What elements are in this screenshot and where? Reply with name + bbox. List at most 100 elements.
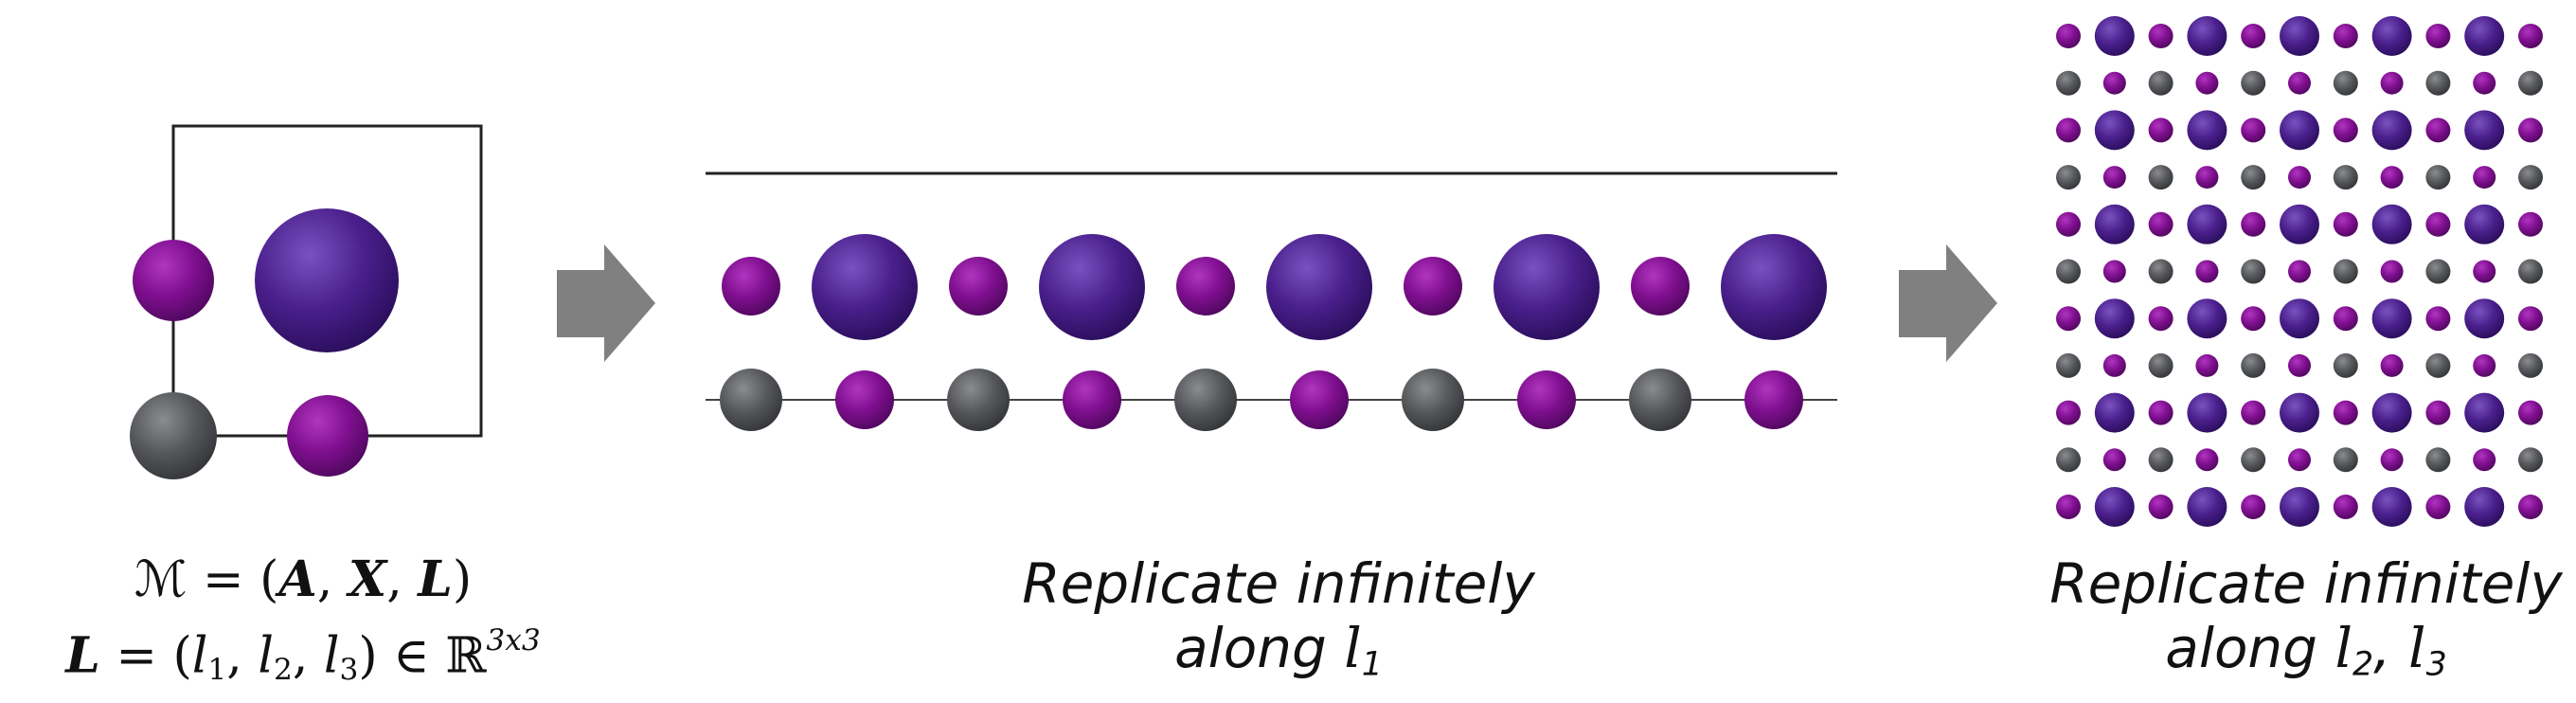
- gray-atom: [2518, 165, 2543, 190]
- right-caption: Replicate infinitely along l2, l3: [2036, 551, 2576, 697]
- gray-atom: [2333, 447, 2358, 473]
- medium-atom: [2333, 211, 2358, 237]
- left-caption: ℳ = (A, X, L) L = (l1, l2, l3) ∈ ℝ3x3: [9, 550, 597, 700]
- medium-atom: [2518, 495, 2543, 519]
- medium-atom: [2056, 24, 2081, 48]
- medium-atom: [1404, 257, 1462, 315]
- model-definition: ℳ = (A, X, L): [134, 550, 473, 608]
- large-atom: [2371, 16, 2412, 56]
- gray-atom: [2518, 70, 2543, 96]
- middle-caption-line1: Replicate infinitely: [1022, 551, 1535, 616]
- middle-caption-line2: along l1: [1174, 616, 1383, 684]
- medium-atom: [2333, 400, 2358, 425]
- gray-atom: [2425, 259, 2451, 284]
- large-atom: [2187, 16, 2227, 56]
- gray-atom: [2056, 165, 2081, 190]
- medium-atom: [2518, 24, 2543, 48]
- gray-atom: [2333, 165, 2358, 190]
- medium-atom: [133, 240, 214, 321]
- replicated-lattice-l2-l3: [2056, 16, 2543, 527]
- medium-atom: [2333, 24, 2358, 48]
- medium-atom: [2056, 306, 2081, 332]
- medium-atom: [2148, 306, 2174, 332]
- gray-atom: [2056, 447, 2081, 473]
- large-atom: [2280, 298, 2319, 339]
- large-atom: [2371, 487, 2412, 527]
- medium-atom: [1063, 370, 1121, 429]
- medium-atom: [2380, 353, 2404, 377]
- gray-atom: [2148, 259, 2174, 284]
- lattice-definition: L = (l1, l2, l3) ∈ ℝ3x3: [65, 623, 541, 688]
- large-atom: [1721, 234, 1827, 340]
- medium-atom: [2473, 353, 2496, 377]
- medium-atom: [287, 395, 368, 477]
- right-caption-line2: along l2, l3: [2165, 616, 2447, 684]
- medium-atom: [2380, 166, 2404, 189]
- gray-atom: [1174, 369, 1237, 431]
- medium-atom: [2425, 211, 2451, 237]
- gray-atom: [2425, 165, 2451, 190]
- gray-atom: [2056, 70, 2081, 96]
- large-atom: [2280, 16, 2319, 56]
- medium-atom: [2380, 448, 2404, 472]
- right-caption-line1: Replicate infinitely: [2049, 551, 2563, 616]
- arrow-right-icon: [557, 244, 655, 362]
- large-atom: [2280, 487, 2319, 527]
- medium-atom: [2056, 400, 2081, 425]
- gray-atom: [2148, 352, 2174, 378]
- large-atom: [1266, 234, 1372, 340]
- medium-atom: [2425, 117, 2451, 143]
- large-atom: [2464, 110, 2505, 151]
- medium-atom: [835, 370, 894, 429]
- large-atom: [2464, 298, 2505, 339]
- medium-atom: [2195, 448, 2219, 472]
- medium-atom: [2102, 166, 2126, 189]
- medium-atom: [2195, 166, 2219, 189]
- large-atom: [2371, 392, 2412, 433]
- medium-atom: [2102, 260, 2126, 283]
- medium-atom: [2473, 166, 2496, 189]
- gray-atom: [2333, 259, 2358, 284]
- gray-atom: [2241, 70, 2266, 96]
- large-atom: [255, 208, 399, 352]
- medium-atom: [2473, 71, 2496, 95]
- gray-atom: [2518, 352, 2543, 378]
- medium-atom: [2288, 448, 2311, 472]
- medium-atom: [2241, 306, 2266, 332]
- large-atom: [2094, 392, 2135, 433]
- large-atom: [2371, 110, 2412, 151]
- gray-atom: [2241, 165, 2266, 190]
- large-atom: [2464, 16, 2505, 56]
- large-atom: [2187, 392, 2227, 433]
- large-atom: [2187, 487, 2227, 527]
- medium-atom: [2473, 260, 2496, 283]
- unit-cell-outline: [171, 124, 483, 445]
- medium-atom: [1176, 257, 1235, 315]
- large-atom: [2464, 392, 2505, 433]
- medium-atom: [2241, 117, 2266, 143]
- large-atom: [2094, 110, 2135, 151]
- gray-atom: [947, 369, 1010, 431]
- medium-atom: [2518, 117, 2543, 143]
- medium-atom: [2518, 211, 2543, 237]
- medium-atom: [2056, 117, 2081, 143]
- large-atom: [2464, 204, 2505, 244]
- medium-atom: [2056, 495, 2081, 519]
- large-atom: [2371, 204, 2412, 244]
- medium-atom: [2148, 24, 2174, 48]
- gray-atom: [2241, 259, 2266, 284]
- medium-atom: [2195, 353, 2219, 377]
- large-atom: [2280, 392, 2319, 433]
- gray-atom: [2148, 165, 2174, 190]
- medium-atom: [2425, 495, 2451, 519]
- medium-atom: [2195, 71, 2219, 95]
- medium-atom: [2148, 400, 2174, 425]
- medium-atom: [2333, 117, 2358, 143]
- medium-atom: [2288, 353, 2311, 377]
- medium-atom: [2102, 353, 2126, 377]
- medium-atom: [2148, 495, 2174, 519]
- gray-atom: [720, 369, 782, 431]
- medium-atom: [949, 257, 1008, 315]
- gray-atom: [2333, 352, 2358, 378]
- large-atom: [2280, 110, 2319, 151]
